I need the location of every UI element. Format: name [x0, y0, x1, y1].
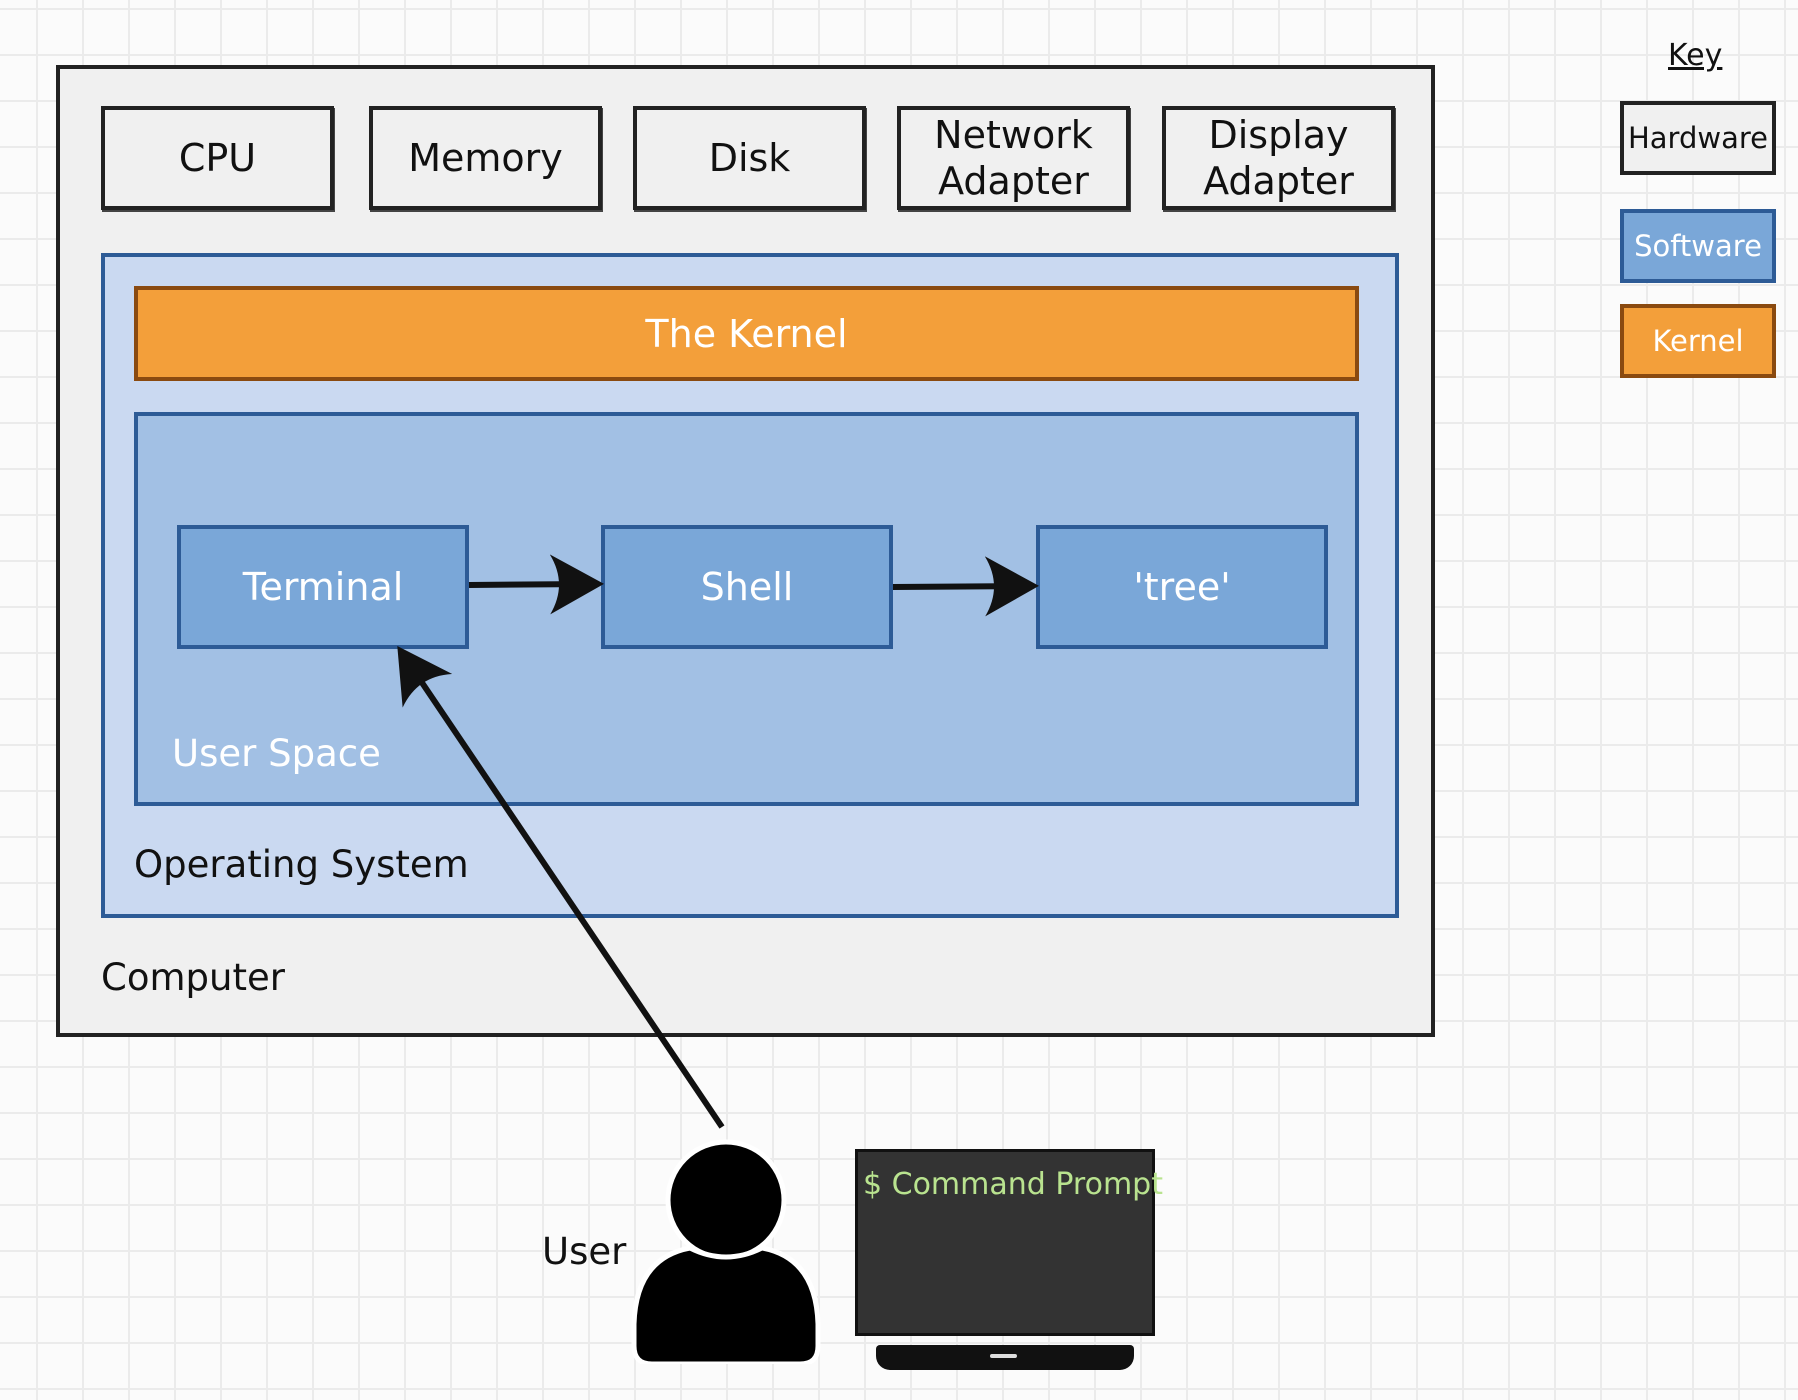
key-title: Key: [1668, 38, 1723, 73]
command-prompt-text: $ Command Prompt: [863, 1167, 1163, 1202]
user-space-label: User Space: [172, 732, 381, 775]
user-label: User: [542, 1230, 627, 1273]
software-terminal: Terminal: [177, 525, 469, 649]
key-software: Software: [1620, 209, 1776, 283]
key-hardware: Hardware: [1620, 101, 1776, 175]
computer-label: Computer: [101, 956, 285, 999]
key-kernel: Kernel: [1620, 304, 1776, 378]
operating-system-label: Operating System: [134, 843, 469, 886]
hardware-memory: Memory: [369, 106, 602, 210]
hardware-disk: Disk: [633, 106, 866, 210]
software-shell: Shell: [601, 525, 893, 649]
hardware-network-adapter: Network Adapter: [897, 106, 1130, 210]
monitor-screen: $ Command Prompt: [855, 1149, 1163, 1336]
arrow-shell-to-tree: [892, 556, 1039, 617]
kernel-box: The Kernel: [134, 286, 1359, 381]
arrow-terminal-to-shell: [468, 554, 604, 615]
arrow-user-to-terminal: [397, 646, 725, 1129]
software-tree: 'tree': [1036, 525, 1328, 649]
hardware-cpu: CPU: [101, 106, 334, 210]
monitor-notch: [990, 1354, 1017, 1358]
hardware-display-adapter: Display Adapter: [1162, 106, 1395, 210]
user-icon: [631, 1139, 821, 1364]
